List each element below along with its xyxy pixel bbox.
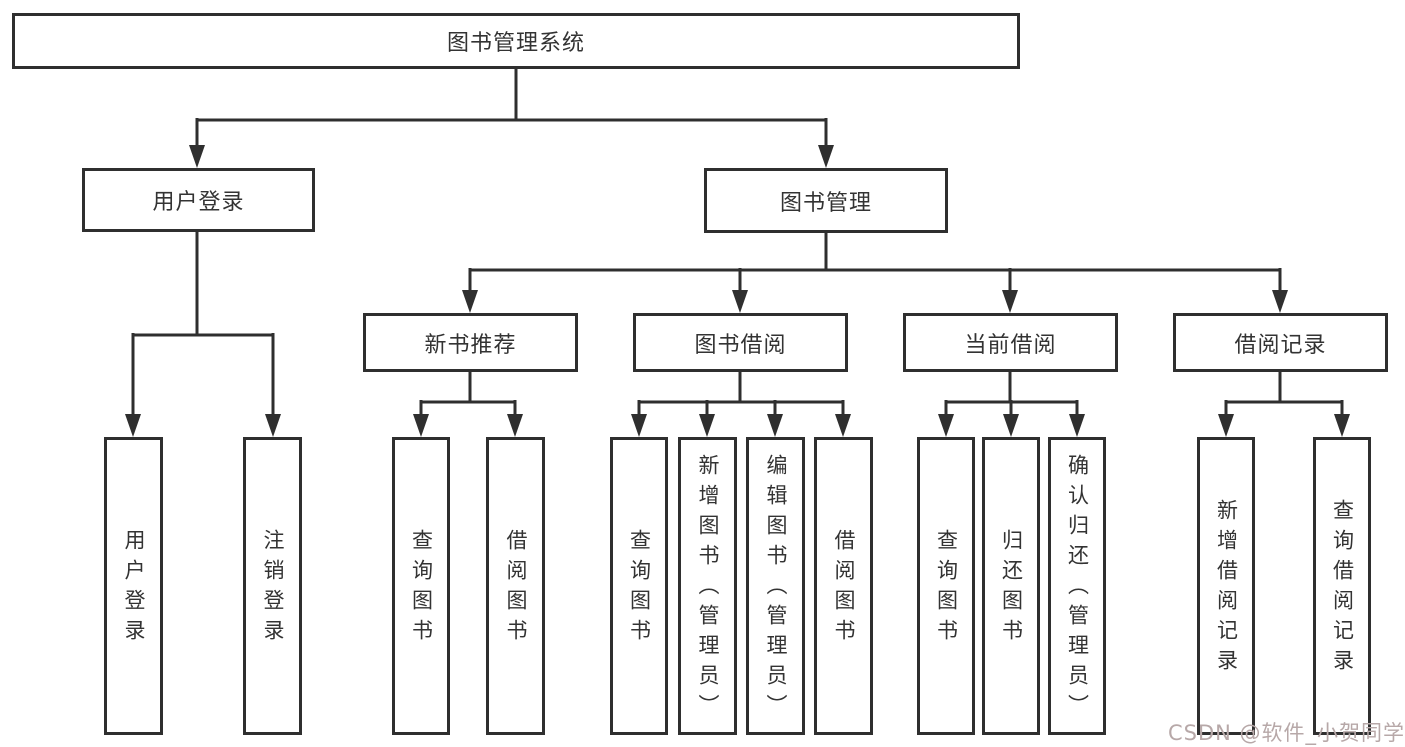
watermark: CSDN @软件_小贺同学 (1168, 721, 1405, 745)
leaf-add-book-admin: 新增图书（管理员） (678, 437, 737, 735)
node-book-borrowing: 图书借阅 (633, 313, 848, 372)
leaf-return-book: 归还图书 (982, 437, 1040, 735)
node-book-management: 图书管理 (704, 168, 948, 233)
leaf-borrow-books: 借阅图书 (814, 437, 873, 735)
connector-bookmgmt-to-level2 (468, 233, 1282, 293)
node-library-system: 图书管理系统 (12, 13, 1020, 69)
leaf-borrow-books-recommend: 借阅图书 (486, 437, 545, 735)
connector-newbooks-to-leaves (419, 372, 517, 417)
leaf-edit-book-admin: 编辑图书（管理员） (746, 437, 805, 735)
node-new-book-recommend: 新书推荐 (363, 313, 578, 372)
leaf-query-borrow-record: 查询借阅记录 (1313, 437, 1371, 735)
leaf-query-books-borrow: 查询图书 (610, 437, 668, 735)
connector-root-to-level1 (195, 69, 828, 148)
node-borrowing-records: 借阅记录 (1173, 313, 1388, 372)
node-current-borrowing: 当前借阅 (903, 313, 1118, 372)
leaf-user-login: 用户登录 (104, 437, 163, 735)
arrowheads (125, 145, 1350, 437)
leaf-query-books-current: 查询图书 (917, 437, 975, 735)
node-user-login: 用户登录 (82, 168, 315, 232)
connector-bookborrow-to-leaves (637, 372, 845, 417)
leaf-logout: 注销登录 (243, 437, 302, 735)
leaf-confirm-return-admin: 确认归还（管理员） (1048, 437, 1106, 735)
connector-records-to-leaves (1224, 372, 1344, 417)
connector-userlogin-to-leaves (131, 232, 275, 417)
leaf-query-books-recommend: 查询图书 (392, 437, 450, 735)
leaf-add-borrow-record: 新增借阅记录 (1197, 437, 1255, 735)
connector-currentborrow-to-leaves (944, 372, 1079, 417)
